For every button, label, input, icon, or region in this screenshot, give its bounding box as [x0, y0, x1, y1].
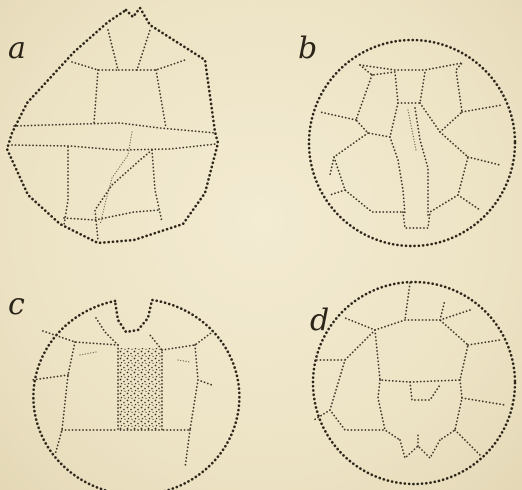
panel-d-outline — [313, 282, 515, 484]
panel-a-girdle-lower — [12, 144, 216, 150]
panel-b-antapical — [403, 212, 430, 228]
panel-label-d: d — [310, 306, 329, 336]
panel-label-a: a — [8, 34, 26, 64]
panel-c-right-sutures — [162, 330, 215, 468]
panel-d-lower-plates — [378, 380, 462, 440]
panel-b-drawing — [309, 40, 515, 246]
panel-a-precingular-right — [156, 70, 166, 128]
panel-a-apical-plate — [108, 30, 150, 70]
panel-a-apical-suture-left — [72, 62, 118, 70]
panel-c-stippled-sulcus — [118, 348, 162, 430]
panel-a-antapical-right — [152, 150, 162, 222]
panel-d-right-plates — [455, 340, 505, 455]
panel-b-upper-mid-plate — [398, 72, 425, 103]
panel-a-antapical-left — [64, 147, 68, 225]
panel-a-apical-suture-right — [137, 60, 185, 70]
panel-b-upper-right-plate — [420, 63, 462, 132]
panel-b-left-plates — [320, 112, 403, 212]
panel-d-top-sutures — [345, 283, 470, 330]
panel-d-left-plates — [314, 330, 385, 430]
panel-a-sulcus-outer — [95, 150, 152, 240]
panel-b-outline — [309, 40, 515, 246]
panel-b-top-row — [360, 63, 462, 70]
panel-c-left-sutures — [32, 330, 118, 455]
panel-d-antapical — [400, 432, 440, 458]
panel-d-drawing — [313, 282, 515, 484]
panel-a-precingular-left — [94, 70, 98, 123]
panel-a-drawing — [7, 8, 218, 243]
panel-c-drawing — [32, 300, 239, 490]
panel-b-sulcus-inner — [408, 110, 416, 150]
panel-b-sulcus — [390, 108, 428, 215]
panel-a-girdle-upper — [14, 123, 216, 133]
panel-b-top-row-inner — [360, 65, 395, 75]
panel-d-center-plate — [375, 320, 468, 382]
panel-b-right-plates — [430, 105, 502, 212]
panel-label-b: b — [298, 34, 317, 64]
panel-a-antapical-bottom — [64, 210, 160, 220]
panel-label-c: c — [8, 290, 25, 320]
panel-a-sulcus-inner — [100, 132, 132, 225]
panel-b-upper-left-plate — [356, 72, 398, 137]
